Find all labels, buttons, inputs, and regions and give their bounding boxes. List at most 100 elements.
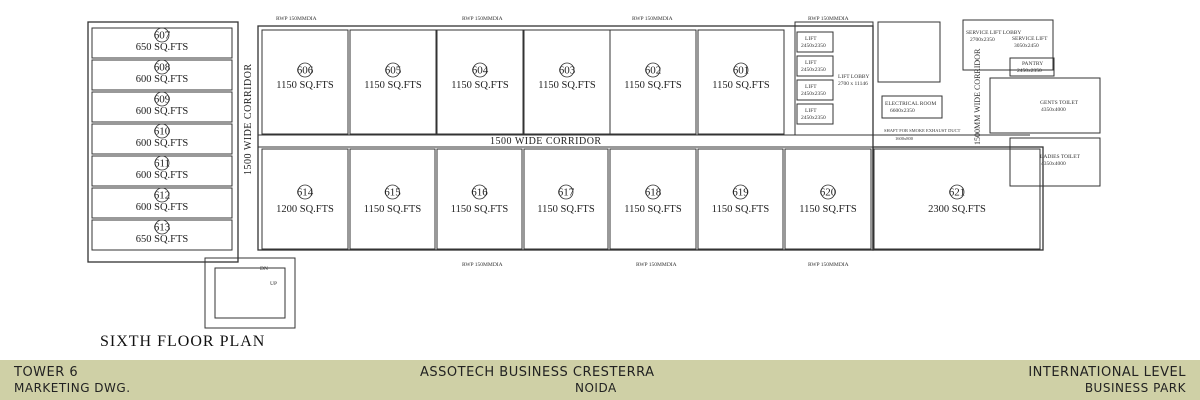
unit-number: 618: [645, 187, 662, 199]
footer-band: TOWER 6 MARKETING DWG. ASSOTECH BUSINESS…: [0, 360, 1200, 400]
lift-3: [796, 79, 834, 101]
unit-area: 1150 SQ.FTS: [451, 80, 509, 91]
unit-outline: [609, 148, 697, 250]
unit-area: 650 SQ.FTS: [136, 234, 189, 245]
unit-area: 1150 SQ.FTS: [538, 80, 596, 91]
electrical-room: [881, 95, 943, 119]
unit-outline: [261, 148, 349, 250]
unit-number: 605: [385, 65, 402, 77]
unit-outline: [523, 148, 609, 250]
unit-area: 2300 SQ.FTS: [928, 204, 986, 215]
unit-number: 606: [297, 65, 314, 77]
unit-area: 600 SQ.FTS: [136, 170, 189, 181]
lift-1: [796, 31, 834, 53]
unit-number: 611: [154, 158, 170, 170]
unit-outline: [697, 29, 785, 135]
unit-number-circle: [820, 184, 836, 200]
pantry-label: PANTRY: [1022, 61, 1043, 67]
unit-number: 607: [154, 30, 171, 42]
top-unit-605: 605 1150 SQ.FTS: [349, 29, 437, 135]
unit-number: 619: [732, 187, 749, 199]
ladies-toilet: [1009, 137, 1101, 187]
rwp-label: RWP 150MMDIA: [808, 16, 849, 22]
unit-area: 1150 SQ.FTS: [364, 80, 422, 91]
service-lift-label: SERVICE LIFT: [1012, 36, 1048, 42]
main-block-outline: [257, 25, 874, 251]
unit-outline: [436, 148, 523, 250]
unit-number-circle: [472, 184, 487, 200]
unit-number-circle: [154, 59, 170, 75]
electrical-room-label: ELECTRICAL ROOM: [885, 101, 936, 107]
unit-area: 600 SQ.FTS: [136, 74, 189, 85]
footer-tower: TOWER 6: [14, 365, 79, 380]
bottom-unit-618: 618 1150 SQ.FTS: [609, 148, 697, 250]
unit-number-circle: [645, 62, 661, 78]
unit-number-circle: [472, 62, 488, 78]
unit-621-outline: [872, 146, 1044, 251]
lift-lobby-dim: 2700 x 11146: [838, 81, 868, 87]
lift-dim-3: 2450x2350: [801, 91, 826, 97]
rwp-label: RWP 150MMDIA: [808, 262, 849, 268]
gents-toilet: [989, 77, 1101, 134]
gents-toilet-label: GENTS TOILET: [1040, 100, 1079, 106]
unit-number-circle: [385, 184, 400, 200]
lift-2: [796, 55, 834, 77]
unit-area: 1150 SQ.FTS: [712, 80, 770, 91]
unit-area: 600 SQ.FTS: [136, 202, 189, 213]
unit-area: 1150 SQ.FTS: [799, 204, 857, 215]
unit-area: 600 SQ.FTS: [136, 138, 189, 149]
lift-4: [796, 103, 834, 125]
gents-toilet-dim: 4350x4000: [1041, 107, 1066, 113]
unit-outline: [261, 29, 349, 135]
unit-number-circle: [154, 155, 170, 171]
unit-area: 1150 SQ.FTS: [624, 204, 682, 215]
unit-area: 650 SQ.FTS: [136, 42, 189, 53]
unit-area: 1150 SQ.FTS: [537, 204, 595, 215]
stair-core-left: [204, 257, 296, 329]
unit-area: 1200 SQ.FTS: [276, 204, 334, 215]
right-corridor-label: 1500MM WIDE CORRIDOR: [973, 48, 982, 145]
lift-lobby-label: LIFT LOBBY: [838, 74, 870, 80]
unit-number: 610: [154, 126, 171, 138]
unit-number: 603: [559, 65, 576, 77]
plan-title: SIXTH FLOOR PLAN: [100, 333, 266, 350]
unit-area: 1150 SQ.FTS: [451, 204, 509, 215]
rwp-label: RWP 150MMDIA: [276, 16, 317, 22]
service-lift-dim: 3050x2450: [1014, 43, 1039, 49]
ladies-toilet-label: LADIES TOILET: [1040, 154, 1081, 160]
structure: [87, 19, 1101, 329]
lift-dim-4: 2450x2350: [801, 115, 826, 121]
left-wing-outline: [87, 21, 239, 263]
unit-number-circle: [154, 219, 170, 235]
footer-tagline-2: BUSINESS PARK: [1084, 381, 1186, 395]
footer-project-name: ASSOTECH BUSINESS CRESTERRA: [420, 365, 655, 380]
lift-label-3: LIFT: [805, 84, 817, 90]
unit-area: 1150 SQ.FTS: [276, 80, 334, 91]
ladies-toilet-dim: 4350x4000: [1041, 161, 1066, 167]
unit-number: 620: [820, 187, 837, 199]
unit-number: 613: [154, 222, 171, 234]
service-lift-lobby-dim: 2700x2350: [970, 37, 995, 43]
unit-area: 600 SQ.FTS: [136, 106, 189, 117]
unit-area: 1150 SQ.FTS: [624, 80, 682, 91]
bottom-unit-620: 620 1150 SQ.FTS: [784, 148, 872, 250]
service-lift-lobby-label: SERVICE LIFT LOBBY: [966, 30, 1021, 36]
unit-outline: [873, 148, 1041, 250]
unit-number: 612: [154, 190, 171, 202]
footer-city: NOIDA: [575, 381, 617, 395]
lift-dim-1: 2450x2350: [801, 43, 826, 49]
lift-dim-2: 2450x2350: [801, 67, 826, 73]
unit-number-circle: [154, 187, 170, 203]
pantry-room: [1009, 57, 1055, 77]
lift-label-4: LIFT: [805, 108, 817, 114]
